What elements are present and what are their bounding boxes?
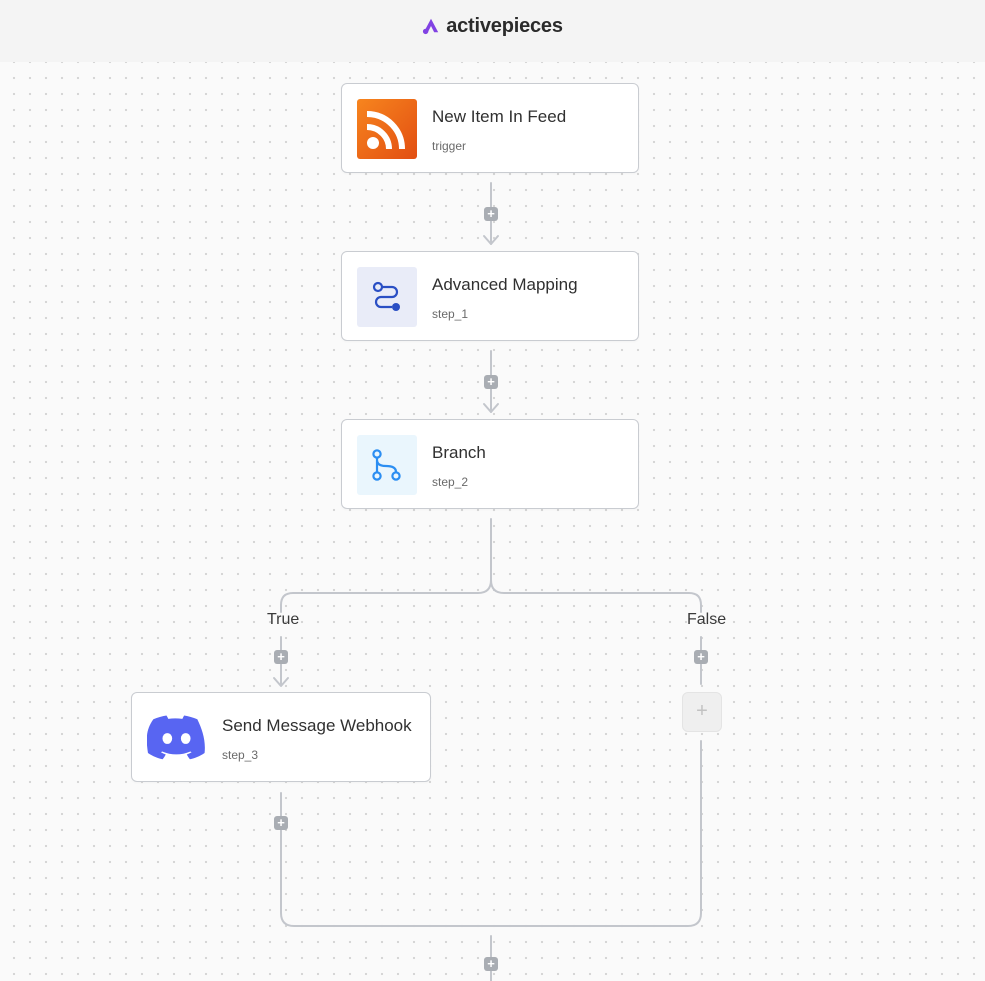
add-step-button[interactable]: + — [274, 650, 288, 664]
discord-node[interactable]: Send Message Webhook step_3 — [131, 692, 431, 782]
node-title: Branch — [432, 443, 486, 462]
add-step-button[interactable]: + — [484, 207, 498, 221]
node-step-name: step_1 — [432, 307, 469, 321]
trigger-node[interactable]: New Item In Feed trigger — [341, 83, 639, 173]
discord-icon — [147, 708, 207, 768]
add-false-branch-step-button[interactable]: + — [682, 692, 722, 732]
top-bar: activepieces — [0, 0, 985, 62]
brand: activepieces — [0, 12, 985, 40]
add-step-button[interactable]: + — [274, 816, 288, 830]
brand-name: activepieces — [446, 14, 563, 37]
node-title: Advanced Mapping — [432, 275, 578, 294]
true-branch-label: True — [267, 611, 300, 628]
flow-canvas[interactable] — [0, 62, 985, 981]
node-step-name: trigger — [432, 139, 467, 153]
add-step-button[interactable]: + — [484, 375, 498, 389]
node-step-name: step_3 — [222, 748, 259, 762]
node-step-name: step_2 — [432, 475, 469, 489]
mapping-node[interactable]: Advanced Mapping step_1 — [341, 251, 639, 341]
branch-node[interactable]: Branch step_2 — [341, 419, 639, 509]
node-title: New Item In Feed — [432, 107, 567, 126]
mapping-icon — [357, 267, 417, 327]
branch-icon — [357, 435, 417, 495]
activepieces-logo-icon — [423, 18, 439, 35]
add-step-button[interactable]: + — [484, 957, 498, 971]
rss-icon — [357, 99, 417, 159]
node-title: Send Message Webhook — [222, 716, 412, 735]
false-branch-label: False — [687, 611, 727, 628]
add-step-button[interactable]: + — [694, 650, 708, 664]
